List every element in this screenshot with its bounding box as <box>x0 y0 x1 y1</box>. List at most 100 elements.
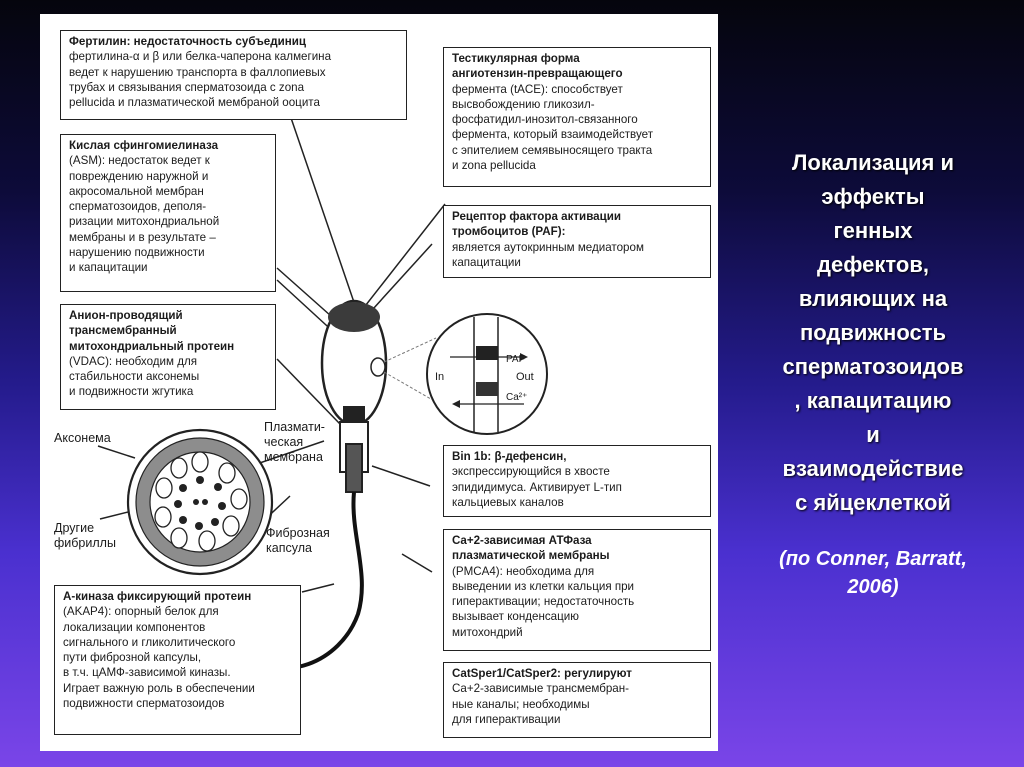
vdac-line-4: стабильности аксонемы <box>69 370 199 383</box>
axoneme-label: Аксонема <box>54 431 111 446</box>
bin1b-line-2: эпидидимуса. Активирует L-тип <box>452 481 622 494</box>
asm-line-0: Кислая сфингомиелиназа <box>69 139 218 152</box>
fertilin-box: Фертилин: недостаточность субъединиц фер… <box>60 30 407 120</box>
catsper-line-0: CatSper1/CatSper2: регулируют <box>452 667 632 680</box>
slide-title: Локализация и эффекты генных дефектов, в… <box>728 146 1018 520</box>
tace-line-7: и zona pellucida <box>452 159 536 172</box>
slide-title-line: с яйцеклеткой <box>728 486 1018 520</box>
akap4-line-0: А-киназа фиксирующий протеин <box>63 590 251 603</box>
paf-line-0: Рецептор фактора активации <box>452 210 621 223</box>
inset-paf-label: PAF <box>506 352 525 367</box>
tace-line-6: с эпителием семявыносящего тракта <box>452 144 652 157</box>
pmca4-line-0: Ca+2-зависимая АТФаза <box>452 534 592 547</box>
other-fibrils-label-1: Другие <box>54 521 94 536</box>
pmca4-line-6: митохондрий <box>452 626 523 639</box>
akap4-line-4: пути фиброзной капсулы, <box>63 651 201 664</box>
sperm-neck <box>343 406 365 422</box>
axoneme-cross-section <box>128 430 272 574</box>
slide-credit-line: (по Conner, Barratt, <box>728 545 1018 573</box>
slide-title-line: и <box>728 418 1018 452</box>
pmca4-box: Ca+2-зависимая АТФаза плазматической мем… <box>443 529 711 651</box>
slide-title-line: взаимодействие <box>728 452 1018 486</box>
slide-title-line: эффекты <box>728 180 1018 214</box>
fertilin-line-4: pellucida и плазматической мембраной ооц… <box>69 96 320 109</box>
catsper-line-3: для гиперактивации <box>452 713 560 726</box>
tace-box: Тестикулярная форма ангиотензин-превраща… <box>443 47 711 187</box>
other-fibrils-label-2: фибриллы <box>54 536 116 551</box>
membrane-spot <box>371 358 385 376</box>
pmca4-line-5: вызывает конденсацию <box>452 610 579 623</box>
slide-title-line: подвижность <box>728 316 1018 350</box>
slide-credit-line: 2006) <box>728 573 1018 601</box>
asm-line-2: повреждению наружной и <box>69 170 208 183</box>
tace-line-4: фосфатидил-инозитол-связанного <box>452 113 638 126</box>
tace-line-0: Тестикулярная форма <box>452 52 580 65</box>
asm-line-3: акросомальной мембран <box>69 185 204 198</box>
bin1b-connector <box>372 466 430 486</box>
akap4-line-6: Играет важную роль в обеспечении <box>63 682 255 695</box>
asm-line-6: мембраны и в результате – <box>69 231 216 244</box>
tace-line-1: ангиотензин-превращающего <box>452 67 623 80</box>
diagram-figure: Фертилин: недостаточность субъединиц фер… <box>40 14 718 751</box>
pmca4-line-2: (PMCA4): необходима для <box>452 565 594 578</box>
fertilin-line-0: Фертилин: недостаточность субъединиц <box>69 35 306 48</box>
slide-title-line: дефектов, <box>728 248 1018 282</box>
pmca4-connector <box>402 554 432 572</box>
fertilin-line-3: трубах и связывания сперматозоида с zona <box>69 81 304 94</box>
catsper-box: CatSper1/CatSper2: регулируют Ca+2-завис… <box>443 662 711 738</box>
slide-title-line: влияющих на <box>728 282 1018 316</box>
catsper-line-2: ные каналы; необходимы <box>452 698 590 711</box>
axoneme-line <box>98 446 135 458</box>
bin1b-line-3: кальциевых каналов <box>452 496 564 509</box>
bin1b-line-0: Bin 1b: β-дефенсин, <box>452 450 567 463</box>
fibrils-line <box>100 511 132 519</box>
akap4-line-7: подвижности сперматозоидов <box>63 697 224 710</box>
vdac-line-1: трансмембранный <box>69 324 177 337</box>
bin1b-box: Bin 1b: β-дефенсин, экспрессирующийся в … <box>443 445 711 517</box>
tace-connector <box>362 204 445 310</box>
catsper-line-1: Ca+2-зависимые трансмембран- <box>452 682 629 695</box>
asm-line-7: нарушению подвижности <box>69 246 205 259</box>
paf-line-3: капацитации <box>452 256 521 269</box>
asm-line-4: сперматозоидов, деполя- <box>69 200 206 213</box>
asm-line-1: (ASM): недостаток ведет к <box>69 154 210 167</box>
fertilin-line-1: фертилина-α и β или белка-чаперона калме… <box>69 50 331 63</box>
paf-receptor <box>476 346 498 360</box>
akap4-line-3: сигнального и гликолитического <box>63 636 235 649</box>
acrosome <box>328 302 380 332</box>
paf-line-2: является аутокринным медиатором <box>452 241 644 254</box>
slide-title-line: Локализация и <box>728 146 1018 180</box>
pmca4-line-3: выведении из клетки кальция при <box>452 580 634 593</box>
plasma-membrane-label-3: мембрана <box>264 450 323 465</box>
ca-channel <box>476 382 498 396</box>
principal-piece <box>346 444 362 492</box>
inset-ca-label: Ca²⁺ <box>506 390 527 405</box>
akap4-connector <box>302 584 334 592</box>
tace-line-5: фермента, который взаимодействует <box>452 128 653 141</box>
asm-line-5: ризации митохондриальной <box>69 215 219 228</box>
inset-out-label: Out <box>516 370 534 385</box>
akap4-box: А-киназа фиксирующий протеин (AKAP4): оп… <box>54 585 301 735</box>
fibrous-capsule-label-2: капсула <box>266 541 312 556</box>
fibrous-capsule-label-1: Фиброзная <box>266 526 330 541</box>
akap4-line-5: в т.ч. цАМФ-зависимой киназы. <box>63 666 231 679</box>
slide-title-line: генных <box>728 214 1018 248</box>
bin1b-line-1: экспрессирующийся в хвосте <box>452 465 610 478</box>
akap4-line-2: локализации компонентов <box>63 621 205 634</box>
akap4-line-1: (AKAP4): опорный белок для <box>63 605 219 618</box>
paf-line-1: тромбоцитов (PAF): <box>452 225 565 238</box>
vdac-line-0: Анион-проводящий <box>69 309 183 322</box>
plasma-membrane-label-2: ческая <box>264 435 303 450</box>
pmca4-line-1: плазматической мембраны <box>452 549 610 562</box>
tace-line-3: высвобождению гликозил- <box>452 98 595 111</box>
paf-box: Рецептор фактора активации тромбоцитов (… <box>443 205 711 278</box>
pmca4-line-4: гиперактивации; недостаточность <box>452 595 634 608</box>
slide-title-line: сперматозоидов <box>728 350 1018 384</box>
inset-in-label: In <box>435 370 444 385</box>
vdac-line-5: и подвижности жгутика <box>69 385 193 398</box>
slide-credit: (по Conner, Barratt, 2006) <box>728 545 1018 601</box>
vdac-line-2: митохондриальный протеин <box>69 340 234 353</box>
asm-line-8: и капацитации <box>69 261 148 274</box>
slide-title-line: , капацитацию <box>728 384 1018 418</box>
tace-line-2: фермента (tACE): способствует <box>452 83 623 96</box>
